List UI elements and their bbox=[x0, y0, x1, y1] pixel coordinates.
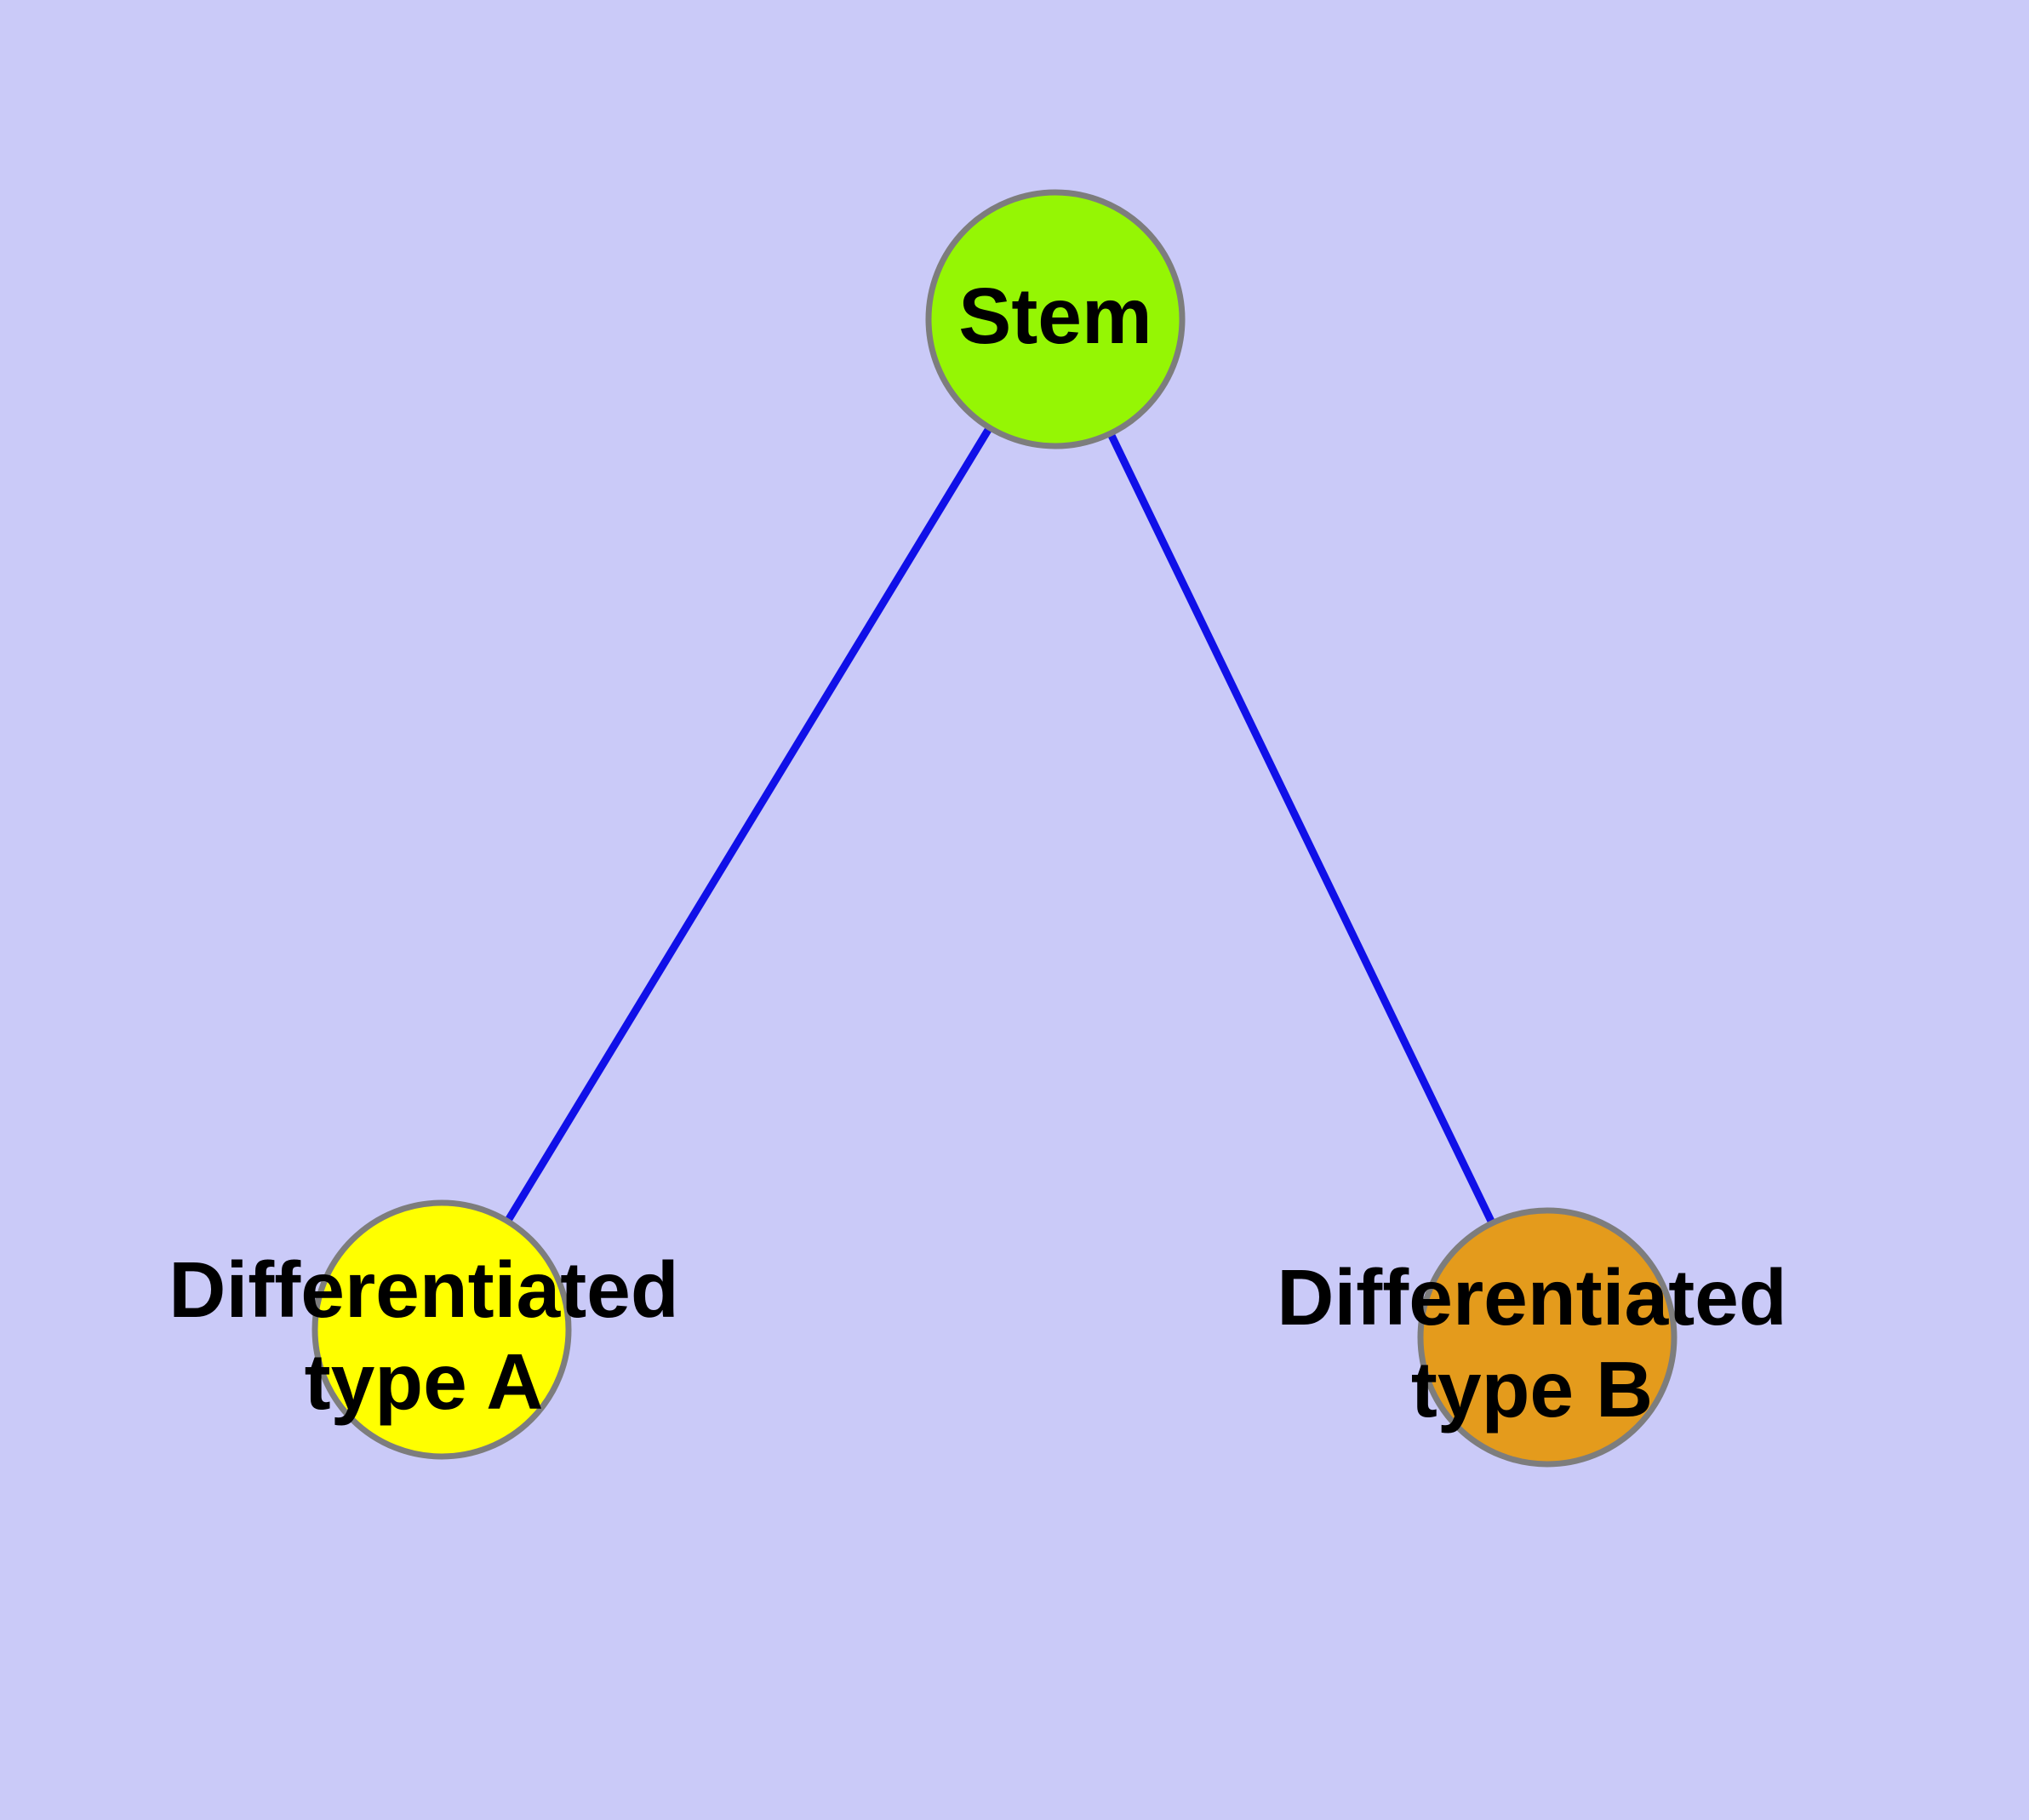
node-stem-circle bbox=[925, 189, 1186, 449]
node-type-b-label: Differentiated type B bbox=[1277, 1253, 1787, 1434]
edge-stem-to-type-b bbox=[1051, 318, 1552, 1339]
node-type-a-circle bbox=[311, 1199, 572, 1460]
edge-stem-to-type-a bbox=[438, 317, 1059, 1332]
node-stem-label: Stem bbox=[958, 272, 1152, 360]
node-type-b-circle bbox=[1417, 1207, 1677, 1468]
node-type-a-label: Differentiated type A bbox=[169, 1245, 679, 1426]
